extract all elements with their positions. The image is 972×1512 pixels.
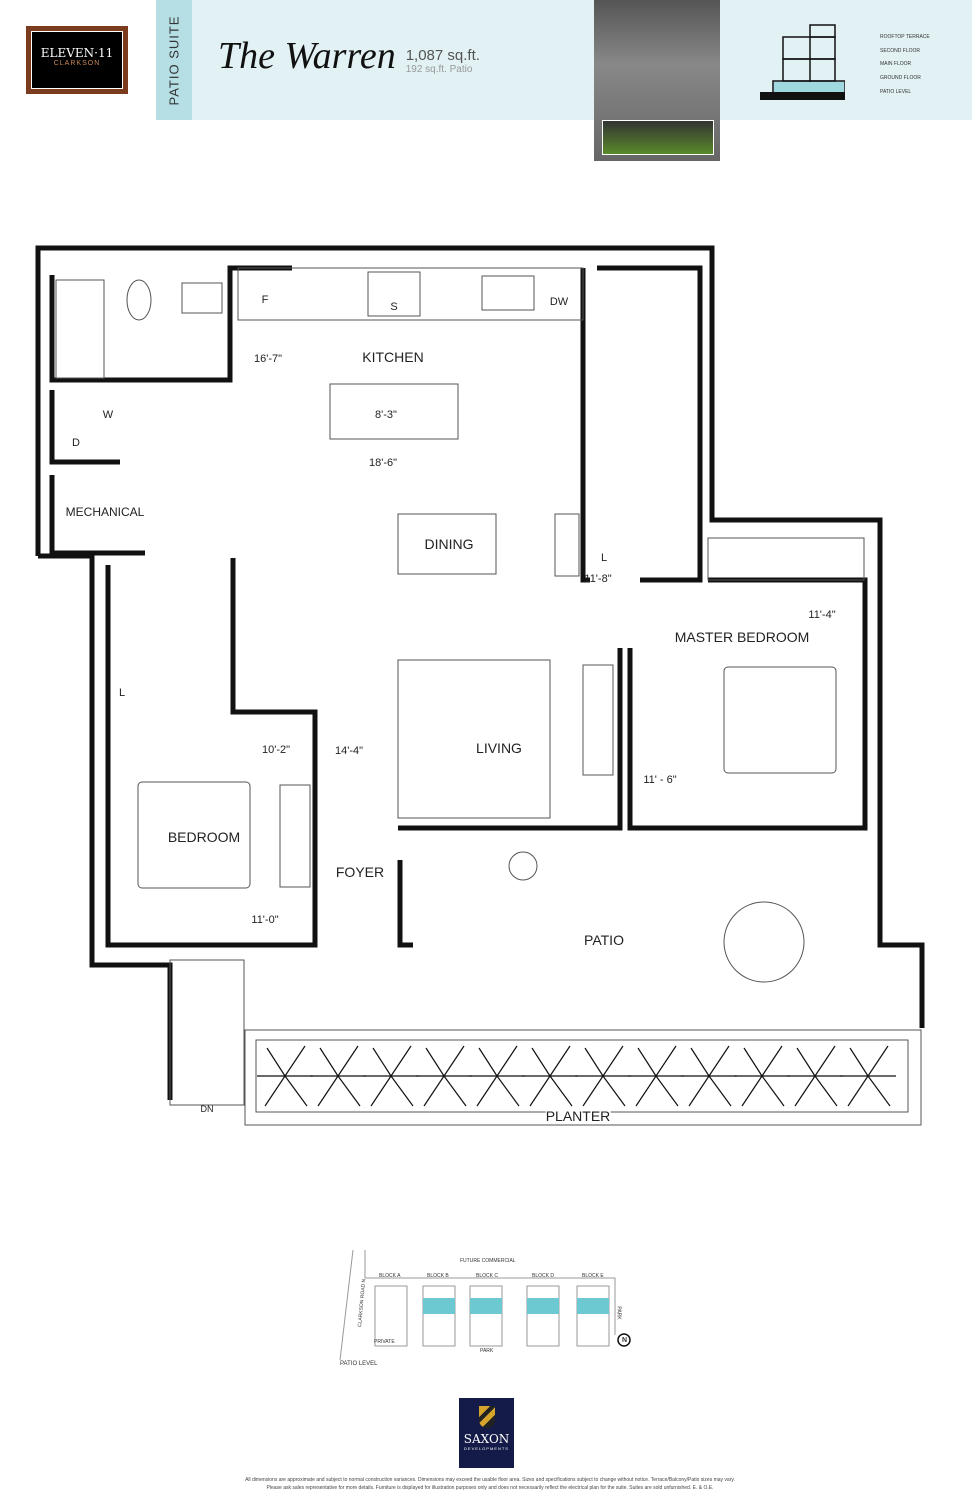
suite-area: 1,087 sq.ft. — [405, 47, 480, 64]
tree-icon — [840, 1045, 896, 1107]
room-mechanical: MECHANICAL — [65, 505, 145, 519]
building-section-diagram — [760, 24, 845, 100]
keyplan-block: BLOCK E — [582, 1273, 604, 1279]
level-label: GROUND FLOOR — [880, 75, 921, 82]
level-label: MAIN FLOOR — [880, 61, 912, 68]
dishwasher-label: DW — [549, 296, 569, 308]
fridge-label: F — [261, 294, 269, 306]
disclaimer-line: Please ask sales representative for more… — [266, 1485, 714, 1491]
tree-icon — [469, 1045, 525, 1107]
keyplan-block: BLOCK A — [379, 1273, 401, 1279]
tree-icon — [787, 1045, 843, 1107]
room-master-bedroom: MASTER BEDROOM — [674, 629, 810, 645]
dim-master-length: 11' - 6" — [643, 774, 677, 786]
keyplan-bottom: PARK — [480, 1348, 494, 1354]
tree-icon — [363, 1045, 419, 1107]
room-dining: DINING — [424, 536, 474, 552]
suite-title-row: The Warren 1,087 sq.ft. 192 sq.ft. Patio — [218, 34, 480, 78]
room-bedroom: BEDROOM — [167, 829, 241, 845]
level-label: ROOFTOP TERRACE — [880, 34, 930, 40]
floor-plan-drawing — [35, 245, 925, 1126]
shield-icon — [478, 1406, 495, 1428]
room-foyer: FOYER — [335, 864, 385, 880]
disclaimer: All dimensions are approximate and subje… — [170, 1476, 810, 1492]
stairs-down-label: DN — [200, 1104, 214, 1114]
dim-kitchen-width: 16'-7" — [253, 353, 283, 365]
brand-name: ELEVEN·11 — [40, 46, 114, 60]
keyplan-block: BLOCK C — [476, 1273, 498, 1279]
dim-bedroom-length: 14'-4" — [334, 745, 364, 757]
tree-icon — [522, 1045, 578, 1107]
disclaimer-line: All dimensions are approximate and subje… — [245, 1477, 735, 1483]
keyplan-block: BLOCK D — [532, 1273, 554, 1279]
patio-area: 192 sq.ft. Patio — [405, 64, 473, 75]
section-level-labels: ROOFTOP TERRACE SECOND FLOOR MAIN FLOOR … — [880, 31, 930, 100]
tree-icon — [310, 1045, 366, 1107]
keyplan-right: PARK — [615, 1306, 622, 1320]
tree-icon — [628, 1045, 684, 1107]
tree-icon — [575, 1045, 631, 1107]
developer-logo: SAXON DEVELOPMENTS — [459, 1398, 514, 1468]
planter-trees — [257, 1045, 896, 1107]
key-plan — [339, 1250, 631, 1360]
north-icon: N — [622, 1337, 628, 1344]
tree-icon — [681, 1045, 737, 1107]
room-patio: PATIO — [584, 932, 624, 948]
keyplan-top-label: FUTURE COMMERCIAL — [460, 1258, 516, 1264]
tree-icon — [257, 1045, 313, 1107]
linen-label: L — [600, 552, 608, 564]
developer-name: SAXON — [463, 1432, 510, 1446]
keyplan-level: PATIO LEVEL — [340, 1361, 378, 1367]
suite-type-tab — [156, 0, 192, 120]
dim-bedroom-depth: 11'-0" — [251, 914, 279, 926]
dim-ensuite: 11'-8" — [584, 573, 612, 585]
keyplan-lane: PRIVATE — [374, 1339, 395, 1345]
dim-kitchen-length: 18'-6" — [368, 457, 398, 469]
building-photo — [594, 0, 720, 161]
dim-bedroom-width: 10'-2" — [261, 744, 291, 756]
room-living: LIVING — [476, 740, 522, 756]
level-label: SECOND FLOOR — [880, 47, 921, 54]
keyplan-block: BLOCK B — [427, 1273, 449, 1279]
level-label: PATIO LEVEL — [880, 88, 912, 95]
washer-label: W — [102, 409, 114, 421]
dim-island: 8'-3" — [375, 409, 397, 421]
linen-label: L — [118, 687, 126, 699]
room-kitchen: KITCHEN — [362, 349, 424, 365]
suite-name: The Warren — [218, 35, 396, 77]
developer-sub: DEVELOPMENTS — [464, 1446, 509, 1451]
tree-icon — [734, 1045, 790, 1107]
tree-icon — [416, 1045, 472, 1107]
dim-master-width: 11'-4" — [808, 609, 836, 621]
stove-label: S — [390, 301, 398, 313]
dryer-label: D — [72, 437, 80, 449]
brand-sub: CLARKSON — [53, 60, 101, 67]
planter-label: PLANTER — [545, 1108, 611, 1124]
